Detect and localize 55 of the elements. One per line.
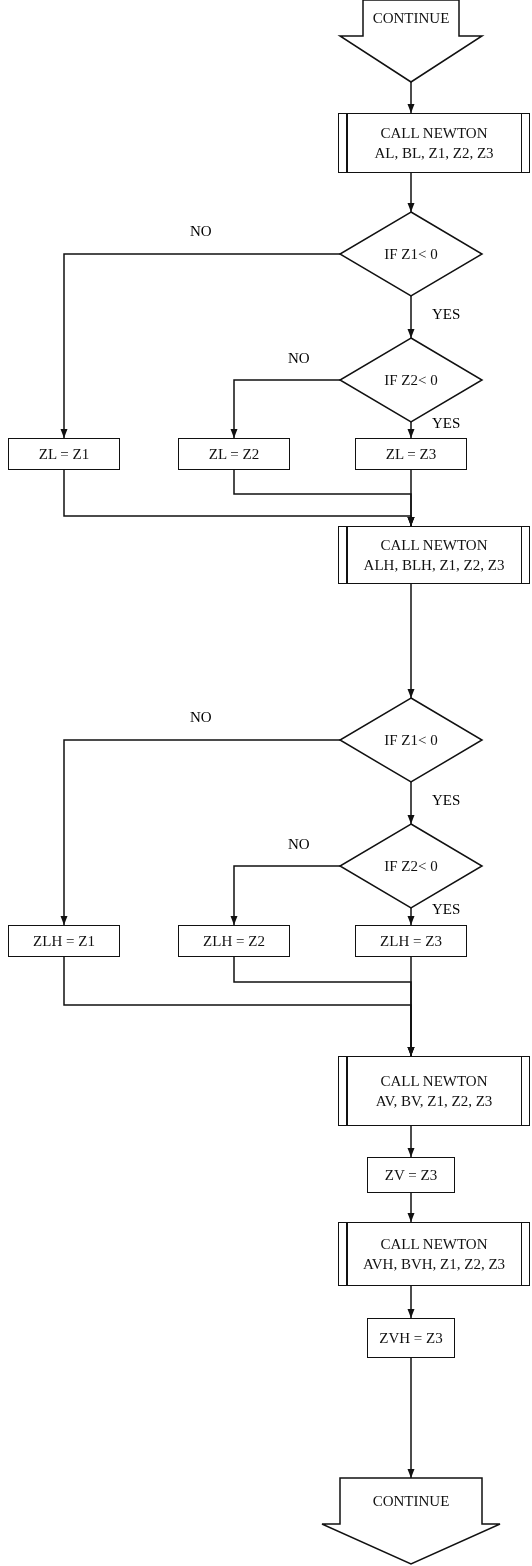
subroutine-box	[338, 113, 530, 173]
process-box	[8, 438, 120, 470]
arrow	[407, 1125, 415, 1158]
node-text: ZLH = Z1	[33, 931, 95, 951]
process-box	[367, 1157, 455, 1193]
block-arrow	[322, 1478, 500, 1564]
arrow	[60, 253, 341, 439]
process-box	[355, 925, 467, 957]
arrow	[407, 1357, 415, 1479]
subroutine-box	[338, 1056, 530, 1126]
condition-text: IF Z2< 0	[384, 856, 438, 876]
node-text: CONTINUE	[372, 1491, 450, 1511]
node-text: CALL NEWTON	[380, 535, 488, 555]
node-text: ZVH = Z3	[379, 1328, 443, 1348]
block-arrow	[340, 0, 482, 82]
subroutine-box	[338, 526, 530, 584]
process-box	[178, 925, 290, 957]
process-box	[178, 438, 290, 470]
arrow	[407, 1192, 415, 1223]
decision-diamond	[340, 212, 482, 296]
node-text: CALL NEWTON	[380, 123, 488, 143]
arrow	[407, 81, 415, 114]
arrow	[407, 295, 415, 339]
node-text: AVH, BVH, Z1, Z2, Z3	[362, 1255, 506, 1274]
node-text: ZL = Z3	[385, 444, 437, 464]
subroutine-box	[338, 1222, 530, 1286]
process-box	[8, 925, 120, 957]
condition-text: IF Z1< 0	[384, 244, 438, 264]
process-box	[367, 1318, 455, 1358]
condition-text: IF Z1< 0	[384, 730, 438, 750]
node-text: ZL = Z1	[38, 444, 90, 464]
node-text: ZL = Z2	[208, 444, 260, 464]
process-box	[355, 438, 467, 470]
condition-text: IF Z2< 0	[384, 370, 438, 390]
node-text: ZLH = Z2	[203, 931, 265, 951]
node-text: ZLH = Z3	[380, 931, 442, 951]
node-text: CALL NEWTON	[380, 1071, 488, 1091]
arrow	[230, 865, 341, 926]
arrow	[407, 1285, 415, 1319]
arrow	[407, 421, 415, 439]
node-text: AL, BL, Z1, Z2, Z3	[374, 144, 494, 163]
arrow	[407, 781, 415, 825]
decision-diamond	[340, 698, 482, 782]
node-text: ALH, BLH, Z1, Z2, Z3	[363, 556, 505, 575]
arrow	[60, 739, 341, 926]
arrow	[407, 172, 415, 213]
arrow	[230, 379, 341, 439]
node-text: CONTINUE	[372, 8, 450, 28]
arrow	[407, 907, 415, 926]
node-text: CALL NEWTON	[380, 1234, 488, 1254]
arrow	[407, 583, 415, 699]
node-text: AV, BV, Z1, Z2, Z3	[375, 1092, 493, 1111]
arrow	[63, 956, 415, 1057]
node-text: ZV = Z3	[384, 1165, 438, 1185]
arrow	[63, 469, 415, 527]
